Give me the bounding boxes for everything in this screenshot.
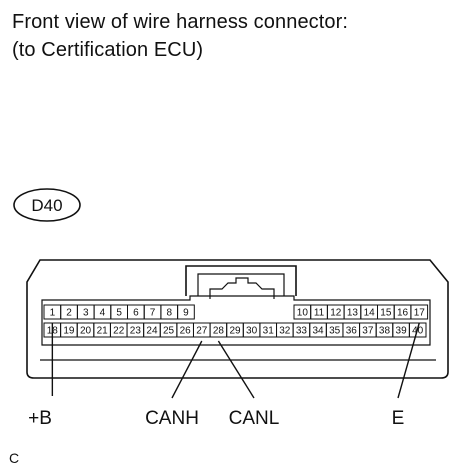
connector-lock-tab bbox=[209, 277, 275, 299]
pin-number: 31 bbox=[263, 326, 275, 337]
pin-number: 22 bbox=[113, 326, 125, 337]
pin-number: 33 bbox=[296, 326, 308, 337]
signal-label: CANL bbox=[229, 408, 280, 429]
pin-number: 29 bbox=[229, 326, 241, 337]
connector-code-oval bbox=[13, 188, 81, 222]
pin-number: 16 bbox=[397, 308, 409, 319]
pin-number: 8 bbox=[166, 308, 172, 319]
connector-code: D40 bbox=[31, 196, 62, 215]
pin-number: 3 bbox=[83, 308, 89, 319]
pin-number: 23 bbox=[130, 326, 142, 337]
pin-number: 35 bbox=[329, 326, 341, 337]
pin-number: 36 bbox=[346, 326, 358, 337]
pin-number: 32 bbox=[279, 326, 291, 337]
title-line-1: Front view of wire harness connector: bbox=[12, 11, 349, 33]
signal-label: +B bbox=[28, 408, 52, 429]
pin-number: 30 bbox=[246, 326, 258, 337]
connector-housing bbox=[26, 259, 449, 379]
pin-number: 10 bbox=[297, 308, 309, 319]
pin-number: 5 bbox=[116, 308, 122, 319]
signal-leaders bbox=[51, 322, 420, 399]
pin-number: 4 bbox=[100, 308, 106, 319]
pin-cell bbox=[410, 304, 429, 320]
leader-line bbox=[397, 322, 420, 399]
pin-number: 21 bbox=[97, 326, 109, 337]
figure-code: C bbox=[9, 450, 20, 466]
pin-cell bbox=[177, 304, 195, 320]
pin-number: 20 bbox=[80, 326, 92, 337]
pin-number: 19 bbox=[63, 326, 75, 337]
pin-number: 38 bbox=[379, 326, 391, 337]
pin-number: 9 bbox=[183, 308, 189, 319]
title-line-2: (to Certification ECU) bbox=[12, 39, 204, 61]
connector-code-badge: D40 bbox=[13, 188, 81, 222]
connector-latch bbox=[185, 265, 297, 296]
pin-number: 1 bbox=[50, 308, 56, 319]
pin-number: 39 bbox=[396, 326, 408, 337]
pin-number: 6 bbox=[133, 308, 139, 319]
pin-number: 7 bbox=[150, 308, 156, 319]
housing-outline bbox=[26, 259, 449, 379]
leader-line bbox=[217, 340, 255, 399]
pin-number: 12 bbox=[330, 308, 342, 319]
pin-number: 13 bbox=[347, 308, 359, 319]
pin-number: 25 bbox=[163, 326, 175, 337]
signal-label: CANH bbox=[145, 408, 199, 429]
pin-number: 11 bbox=[314, 308, 325, 319]
pin-cell bbox=[408, 322, 427, 338]
signal-label: E bbox=[392, 408, 405, 429]
pin-number: 27 bbox=[196, 326, 208, 337]
pin-number: 17 bbox=[414, 308, 426, 319]
pin-number: 24 bbox=[146, 326, 158, 337]
signal-labels: +B CANH CANL E bbox=[28, 408, 404, 429]
pin-number: 34 bbox=[312, 326, 324, 337]
pin-number: 26 bbox=[180, 326, 192, 337]
pin-number: 40 bbox=[412, 326, 424, 337]
pin-cavity-frame bbox=[41, 295, 431, 346]
pin-number: 28 bbox=[213, 326, 225, 337]
pin-number: 37 bbox=[362, 326, 374, 337]
pin-number: 2 bbox=[66, 308, 72, 319]
pin-number: 14 bbox=[364, 308, 376, 319]
pin-number: 15 bbox=[380, 308, 392, 319]
connector-latch-inner bbox=[197, 273, 285, 296]
leader-line bbox=[171, 340, 203, 399]
